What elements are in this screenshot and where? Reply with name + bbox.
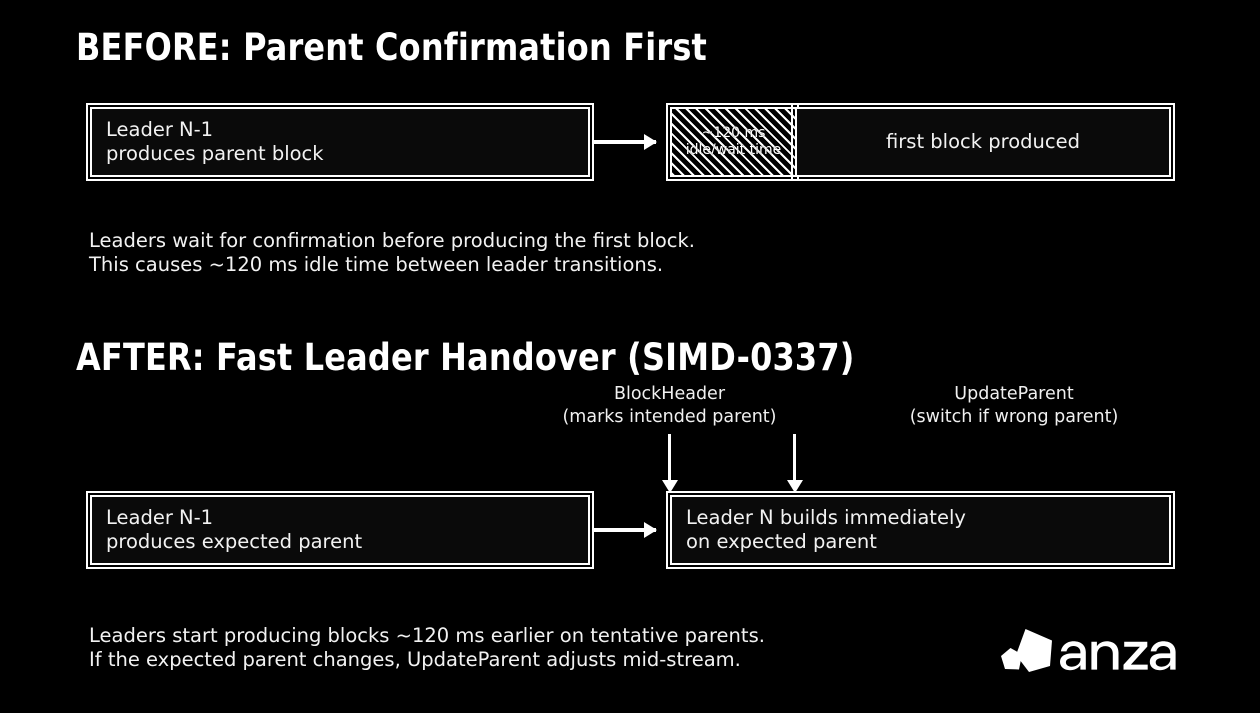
after-leader-previous-box: Leader N-1 produces expected parent — [86, 491, 594, 569]
before-caption: Leaders wait for confirmation before pro… — [89, 229, 695, 276]
before-idle-wait-box: ~120 ms idle/wait time — [666, 103, 799, 181]
after-caption: Leaders start producing blocks ~120 ms e… — [89, 624, 765, 671]
before-leader-previous-box: Leader N-1 produces parent block — [86, 103, 594, 181]
after-updateparent-annotation: UpdateParent (switch if wrong parent) — [909, 384, 1119, 427]
before-flow-arrow-icon — [594, 140, 656, 144]
updateparent-down-arrow-icon — [793, 434, 796, 481]
after-flow-arrow-icon — [594, 528, 656, 532]
before-first-block-box: first block produced — [791, 103, 1175, 181]
after-section-heading: AFTER: Fast Leader Handover (SIMD-0337) — [76, 336, 855, 379]
after-leader-n-box: Leader N builds immediately on expected … — [666, 491, 1175, 569]
blockheader-down-arrow-icon — [668, 434, 671, 481]
before-leader-previous-label: Leader N-1 produces parent block — [106, 118, 324, 165]
hatch-pattern-icon — [672, 109, 795, 175]
after-blockheader-annotation: BlockHeader (marks intended parent) — [562, 384, 777, 427]
before-first-block-label: first block produced — [886, 130, 1080, 154]
anza-logo — [1000, 622, 1176, 676]
after-leader-n-label: Leader N builds immediately on expected … — [686, 506, 966, 553]
after-leader-previous-label: Leader N-1 produces expected parent — [106, 506, 363, 553]
anza-mark-icon — [1001, 629, 1052, 672]
before-section-heading: BEFORE: Parent Confirmation First — [76, 26, 708, 69]
before-idle-wait-label: ~120 ms idle/wait time — [685, 124, 782, 159]
anza-wordmark-icon — [1060, 641, 1176, 671]
